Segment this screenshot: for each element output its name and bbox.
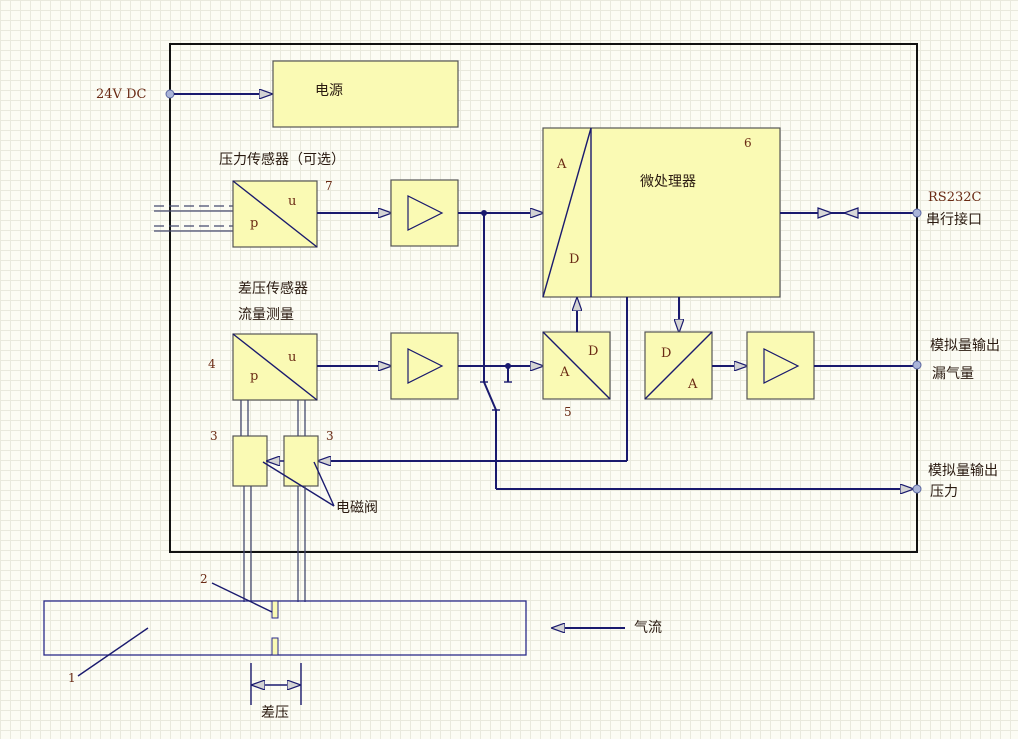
pressure-label: 压力 bbox=[930, 484, 958, 500]
power-block bbox=[272, 60, 459, 128]
adc2-a: A bbox=[559, 365, 570, 380]
supply-port bbox=[165, 89, 175, 99]
micro-num: 6 bbox=[744, 136, 752, 150]
amp2-block bbox=[390, 332, 459, 400]
dac-diagonal bbox=[644, 331, 713, 400]
adc-top-a: A bbox=[556, 157, 567, 172]
pressure-sensor-label: 压力传感器（可选） bbox=[219, 151, 345, 168]
system-frame bbox=[169, 43, 918, 553]
adc2-diagonal bbox=[542, 331, 611, 400]
sensor1-u: u bbox=[288, 194, 296, 209]
sensor2-diagonal bbox=[232, 333, 318, 401]
diff-pressure-label: 差压 bbox=[261, 705, 289, 721]
rs232-arrow-right bbox=[817, 207, 834, 219]
valve-label: 电磁阀 bbox=[336, 500, 378, 516]
amp1-triangle bbox=[407, 195, 444, 231]
serial-label: 串行接口 bbox=[926, 211, 982, 228]
analog-out2-label: 模拟量输出 bbox=[928, 463, 998, 479]
sensor2-num: 4 bbox=[208, 357, 216, 371]
tap-leader bbox=[211, 582, 273, 613]
supply-label: 24V DC bbox=[96, 87, 146, 102]
leak-label: 漏气量 bbox=[932, 366, 974, 382]
diff-sensor-label: 差压传感器 bbox=[238, 280, 308, 297]
analog-out1-label: 模拟量输出 bbox=[930, 338, 1000, 354]
valve-leader-1 bbox=[262, 461, 335, 507]
pipe-leader bbox=[77, 627, 149, 677]
sensor1-diagonal bbox=[232, 180, 318, 248]
rs232-port bbox=[912, 208, 922, 218]
micro-label: 微处理器 bbox=[640, 174, 696, 190]
amp1-block bbox=[390, 179, 459, 247]
dac-d: D bbox=[661, 346, 671, 361]
amp2-triangle bbox=[407, 348, 444, 384]
rs232-arrow-left bbox=[842, 207, 859, 219]
airflow-label: 气流 bbox=[634, 620, 662, 636]
flow-measure-label: 流量测量 bbox=[238, 307, 294, 323]
sensor1-num: 7 bbox=[325, 179, 333, 193]
adc-diagonal bbox=[542, 127, 592, 298]
valve-num-right: 3 bbox=[326, 429, 334, 443]
pitot-tap-top bbox=[271, 600, 279, 619]
amp3-triangle bbox=[763, 348, 800, 384]
pipe-num: 1 bbox=[68, 671, 76, 685]
leak-port bbox=[912, 360, 922, 370]
rs232-label: RS232C bbox=[928, 190, 982, 205]
switch-blade bbox=[483, 381, 497, 411]
tap-num: 2 bbox=[200, 572, 208, 586]
valve-left bbox=[232, 435, 268, 487]
sensor2-p: p bbox=[250, 369, 258, 384]
power-label: 电源 bbox=[315, 83, 343, 99]
pressure-port bbox=[912, 484, 922, 494]
main-pipe bbox=[43, 600, 527, 656]
adc2-d: D bbox=[588, 344, 598, 359]
adc2-num: 5 bbox=[564, 405, 572, 419]
dac-a: A bbox=[687, 377, 698, 392]
sensor2-u: u bbox=[288, 350, 296, 365]
amp3-block bbox=[746, 331, 815, 400]
valve-num-left: 3 bbox=[210, 429, 218, 443]
sensor1-p: p bbox=[250, 216, 258, 231]
adc-top-d: D bbox=[569, 252, 579, 267]
pitot-tap-bottom bbox=[271, 637, 279, 656]
valve-leader-2 bbox=[313, 461, 335, 507]
micro-block bbox=[542, 127, 781, 298]
